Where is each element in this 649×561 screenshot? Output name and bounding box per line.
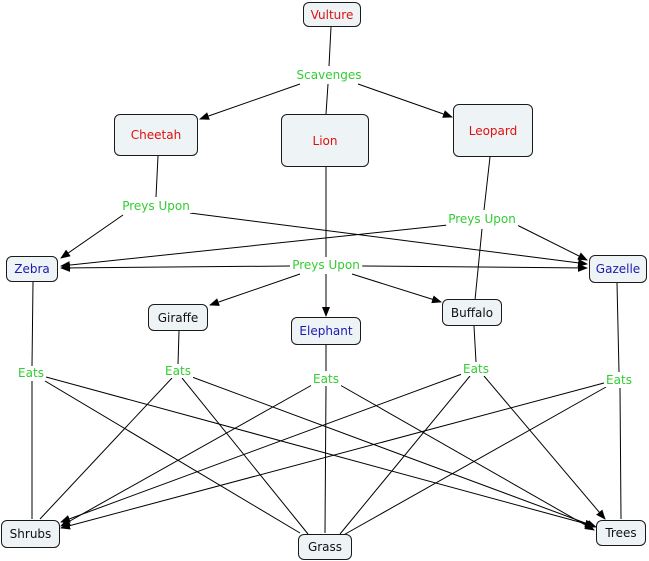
node-leopard[interactable]: Leopard (453, 104, 533, 157)
node-gazelle[interactable]: Gazelle (589, 255, 647, 283)
edge-eats-gazelle-trees (619, 387, 622, 520)
node-giraffe[interactable]: Giraffe (148, 304, 208, 331)
edge-scavenges-cheetah (199, 83, 301, 120)
edge-eats-buffalo-grass (339, 375, 471, 535)
edge-cheetah-preys (155, 155, 159, 198)
link-scavenges: Scavenges (294, 68, 364, 82)
edge-eats-gazelle-grass (339, 386, 607, 538)
edge-gazelle-eats (616, 282, 620, 373)
edge-eats-giraffe-shrubs (39, 377, 173, 520)
edge-zebra-eats (31, 281, 34, 367)
node-cheetah[interactable]: Cheetah (114, 114, 198, 156)
edge-eats-zebra-trees (45, 376, 595, 528)
node-elephant[interactable]: Elephant (291, 317, 361, 345)
edge-leopard-preys (483, 156, 491, 211)
edge-scavenges-lion (325, 83, 329, 115)
node-grass[interactable]: Grass (298, 534, 352, 560)
edge-eats-buffalo-shrubs (60, 373, 463, 523)
edge-scavenges-leopard (357, 83, 453, 118)
link-eats-elephant: Eats (311, 372, 341, 386)
edge-eats-zebra-grass (44, 380, 301, 534)
edge-eats-buffalo-trees (483, 375, 606, 520)
link-eats-giraffe: Eats (163, 364, 193, 378)
link-eats-buffalo: Eats (461, 362, 491, 376)
edge-preys-lion-buffalo (351, 273, 442, 304)
edge-preys-cheetah-gazelle (189, 212, 588, 267)
node-lion[interactable]: Lion (281, 114, 369, 167)
edge-eats-elephant-trees (339, 384, 595, 531)
link-preys-upon-leopard: Preys Upon (446, 212, 518, 226)
edge-eats-gazelle-shrubs (60, 382, 605, 530)
edge-preys-lion-gazelle (361, 263, 588, 272)
link-eats-zebra: Eats (16, 366, 46, 380)
edge-giraffe-eats (177, 330, 180, 365)
node-zebra[interactable]: Zebra (6, 256, 58, 282)
edge-eats-elephant-grass (324, 385, 327, 534)
edge-buffalo-eats (473, 325, 477, 363)
edge-eats-giraffe-grass (181, 377, 309, 535)
edge-preys-leopard-buffalo (474, 228, 483, 301)
edge-preys-leopard-zebra (60, 224, 449, 270)
link-eats-gazelle: Eats (604, 373, 634, 387)
edge-preys-lion-zebra (60, 263, 291, 272)
link-preys-upon-cheetah: Preys Upon (120, 199, 192, 213)
edge-eats-elephant-shrubs (60, 384, 313, 527)
node-shrubs[interactable]: Shrubs (1, 520, 60, 548)
node-trees[interactable]: Trees (596, 520, 646, 546)
edge-preys-lion-giraffe (209, 273, 301, 306)
edge-preys-leopard-gazelle (516, 224, 588, 261)
edge-preys-cheetah-zebra (60, 214, 124, 259)
node-buffalo[interactable]: Buffalo (442, 299, 502, 326)
link-preys-upon-lion: Preys Upon (290, 258, 362, 272)
edge-vulture-scavenges (328, 26, 332, 67)
node-vulture[interactable]: Vulture (303, 2, 361, 27)
edge-eats-giraffe-trees (191, 376, 597, 528)
